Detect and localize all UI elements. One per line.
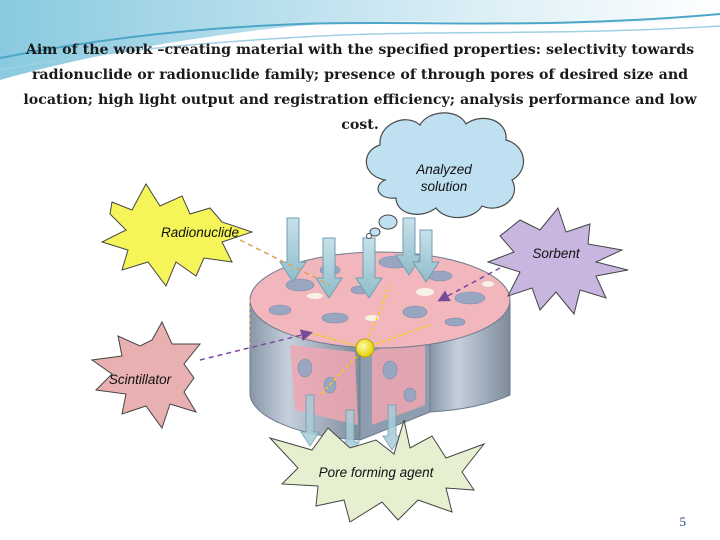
radionuclide-core (355, 338, 375, 358)
connector-arrows (199, 239, 501, 361)
scintillator-starburst: Scintillator (90, 320, 202, 430)
analyzed-solution-cloud: Analyzed solution (365, 112, 525, 239)
flow-arrows-down (279, 217, 440, 299)
pore-forming-agent-starburst: Pore forming agent (268, 419, 486, 523)
radionuclide-starburst: Radionuclide (100, 183, 254, 287)
header-wave-decoration (0, 0, 720, 80)
aim-text: Aim of the work –creating material with … (23, 42, 697, 133)
sorbent-label: Sorbent (532, 246, 581, 261)
porous-material-disk (249, 251, 511, 441)
page-number: 5 (679, 514, 687, 529)
sorbent-starburst: Sorbent (486, 206, 629, 316)
analyzed-solution-label-line2: solution (421, 179, 468, 194)
scintillator-label: Scintillator (109, 372, 172, 387)
analyzed-solution-label-line1: Analyzed (415, 162, 472, 177)
pore-forming-agent-label: Pore forming agent (319, 465, 435, 480)
radionuclide-label: Radionuclide (161, 225, 239, 240)
